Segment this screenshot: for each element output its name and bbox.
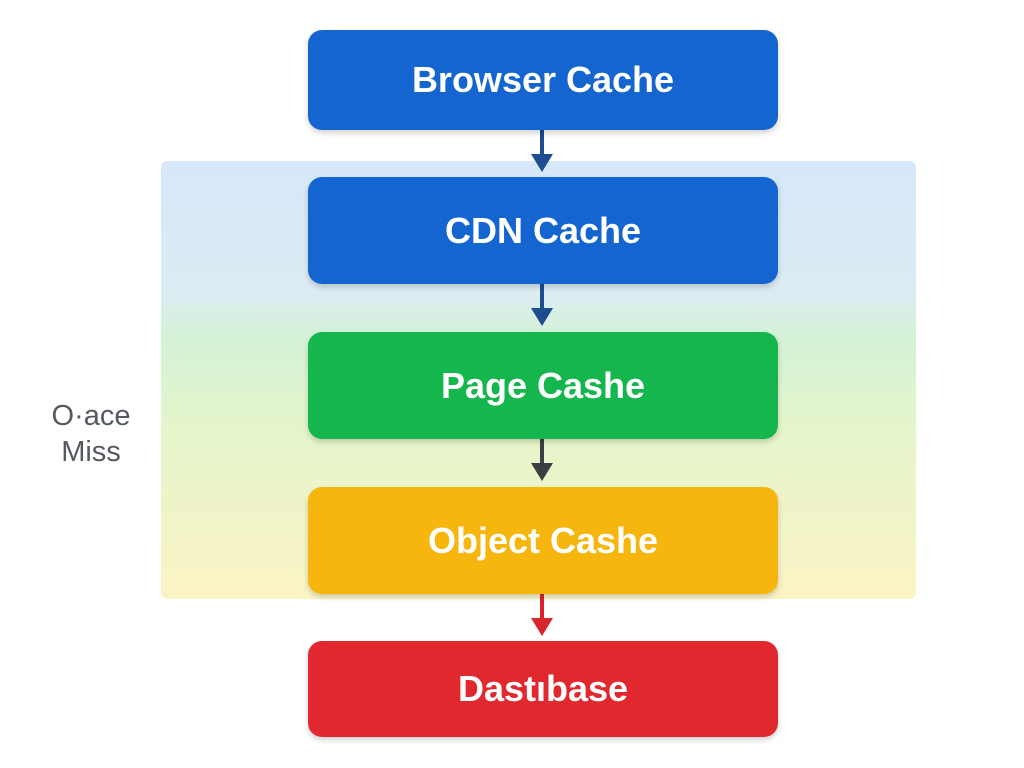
object-cache-node[interactable]: Object Cashe [308,487,778,594]
browser-cache-label: Browser Cache [411,59,675,100]
cache-miss-label-line2: Miss [61,436,121,468]
database-node[interactable]: Dastıbase [308,641,778,737]
cdn-cache-label: CDN Cache [444,209,642,251]
page-cache-label: Page Cashe [440,364,646,406]
object-cache-label: Object Cashe [427,519,659,561]
page-cache-node[interactable]: Page Cashe [308,332,778,439]
arrow-object-to-database [531,594,553,636]
browser-cache-node[interactable]: Browser Cache [308,30,778,130]
cache-miss-label-line1: O·ace [51,400,131,432]
cdn-cache-node[interactable]: CDN Cache [308,177,778,284]
database-label: Dastıbase [457,668,629,709]
cache-miss-label: O·ace Miss [36,398,146,470]
